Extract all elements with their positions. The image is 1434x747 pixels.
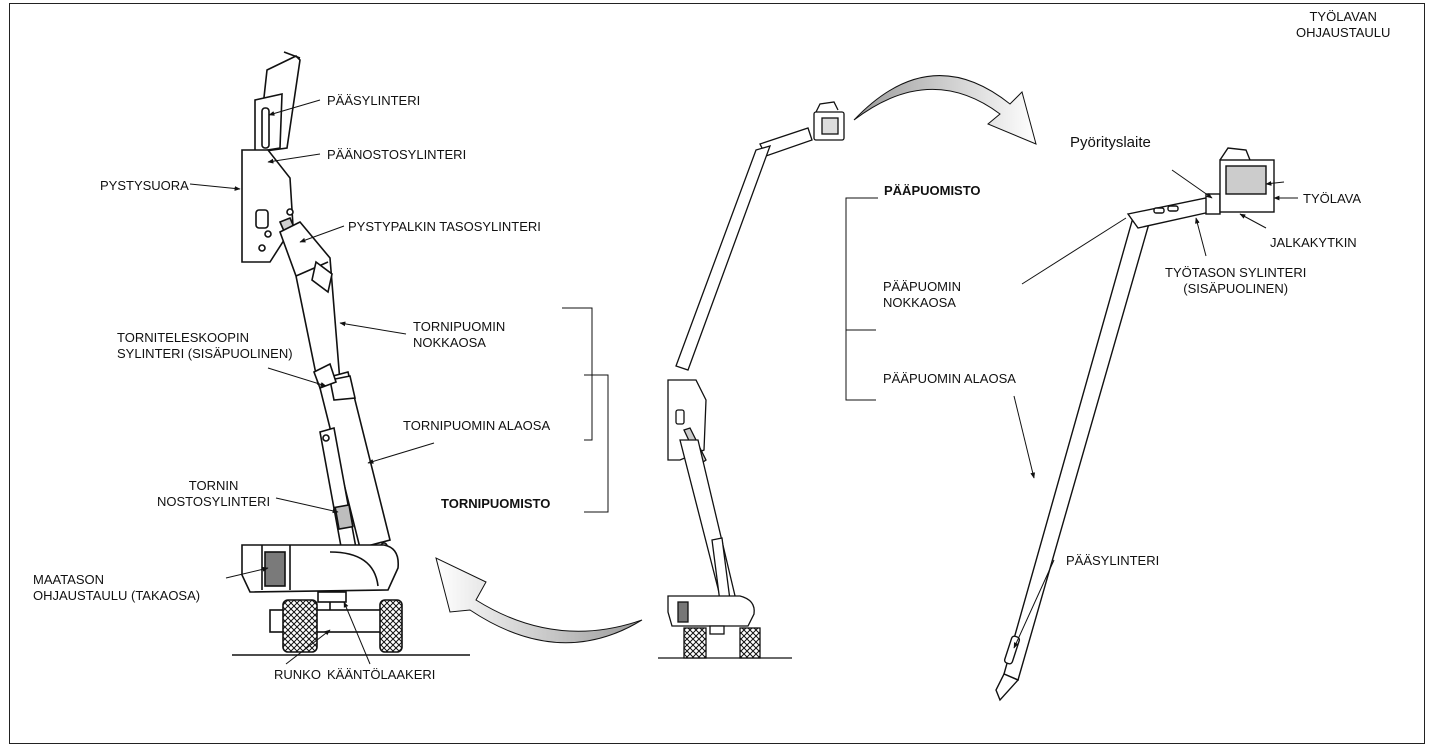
label-tornin-nostosylinteri: TORNIN NOSTOSYLINTERI: [157, 478, 271, 509]
label-paapuomin-alaosa: PÄÄPUOMIN ALAOSA: [883, 371, 1016, 386]
left-machine: [232, 51, 470, 656]
label-kaantolaakeri: KÄÄNTÖLAAKERI: [327, 667, 436, 682]
label-paapuomin-nokkaosa: PÄÄPUOMIN NOKKAOSA: [883, 279, 962, 310]
right-detail: [995, 147, 1275, 702]
label-jalkakytkin: JALKAKYTKIN: [1270, 235, 1357, 250]
diagram-frame: [9, 3, 1425, 744]
left-leaders: [189, 99, 609, 665]
label-runko: RUNKO: [274, 667, 321, 682]
label-torniteleskoopin-sylinteri: TORNITELESKOOPIN SYLINTERI (SISÄPUOLINEN…: [117, 330, 293, 361]
label-paasylinteri-bottom: PÄÄSYLINTERI: [1066, 553, 1160, 568]
middle-machine: [658, 101, 845, 659]
label-tornipuomin-alaosa: TORNIPUOMIN ALAOSA: [403, 418, 551, 433]
label-paapuomisto: PÄÄPUOMISTO: [884, 183, 981, 198]
label-pyorityslaite: Pyörityslaite: [1070, 134, 1151, 151]
label-tornipuomin-nokkaosa: TORNIPUOMIN NOKKAOSA: [413, 319, 506, 350]
label-paanostosylinteri: PÄÄNOSTOSYLINTERI: [327, 147, 467, 162]
label-maatason-ohjaustaulu: MAATASON OHJAUSTAULU (TAKAOSA): [33, 572, 201, 603]
label-pystysuora: PYSTYSUORA: [100, 178, 189, 193]
label-tornipuomisto: TORNIPUOMISTO: [441, 496, 551, 511]
label-tyotason-sylinteri: TYÖTASON SYLINTERI (SISÄPUOLINEN): [1165, 265, 1307, 296]
label-tyolavan-ohjaustaulu: TYÖLAVAN OHJAUSTAULU: [1296, 9, 1391, 40]
right-leaders: [845, 169, 1298, 649]
label-tyolava: TYÖLAVA: [1303, 191, 1362, 206]
label-pystypalkin-tasosylinteri: PYSTYPALKIN TASOSYLINTERI: [348, 219, 541, 234]
label-paasylinteri-top: PÄÄSYLINTERI: [327, 93, 421, 108]
curved-arrow-left: [435, 557, 643, 644]
curved-arrow-right: [853, 75, 1037, 145]
